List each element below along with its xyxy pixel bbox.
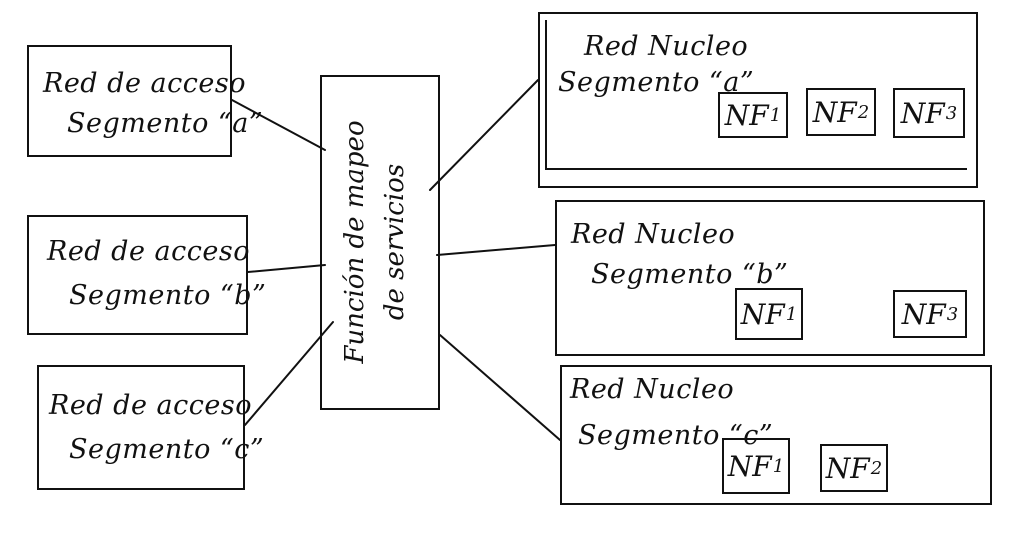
core-a-nf3-sub: 3	[945, 102, 958, 124]
core-segment-b-name: Segmento “b”	[591, 259, 789, 290]
core-b-nf1-sub: 1	[785, 303, 798, 325]
core-segment-a: Red Nucleo Segmento “a”	[538, 12, 978, 188]
core-segment-a-inner-border	[545, 20, 967, 170]
core-segment-a-title: Red Nucleo	[584, 31, 749, 62]
mapping-function-line1: Función de mapeo	[340, 120, 370, 364]
core-c-nf1-base: NF	[727, 449, 772, 483]
connector-core-a	[429, 79, 539, 191]
core-c-nf2-sub: 2	[870, 457, 883, 479]
core-b-nf3-base: NF	[901, 297, 946, 331]
access-segment-a-title: Red de acceso	[43, 68, 246, 99]
connector-core-c	[439, 334, 561, 441]
access-segment-b-name: Segmento “b”	[69, 280, 267, 311]
core-a-nf1-base: NF	[724, 98, 769, 132]
core-a-nf1-sub: 1	[769, 104, 782, 126]
core-segment-c: Red Nucleo Segmento “c”	[560, 365, 992, 505]
connector-access-c	[244, 321, 334, 426]
mapping-function-box	[320, 75, 440, 410]
core-c-nf2-base: NF	[825, 451, 870, 485]
mapping-function-label: Función de mapeo de servicios	[335, 120, 415, 363]
access-segment-c: Red de acceso Segmento “c”	[37, 365, 264, 490]
connector-access-a	[231, 99, 326, 151]
core-b-nf3-sub: 3	[946, 303, 959, 325]
core-a-nf2-sub: 2	[857, 101, 870, 123]
access-segment-b: Red de acceso Segmento “b”	[27, 215, 266, 335]
core-c-nf1-sub: 1	[772, 455, 785, 477]
core-segment-c-title: Red Nucleo	[570, 374, 735, 405]
core-b-nf1-base: NF	[740, 297, 785, 331]
core-a-nf3-base: NF	[900, 96, 945, 130]
core-segment-b: Red Nucleo Segmento “b”	[555, 200, 985, 356]
access-segment-b-title: Red de acceso	[47, 236, 250, 267]
access-segment-c-name: Segmento “c”	[69, 434, 265, 465]
access-segment-a: Red de acceso Segmento “a”	[27, 45, 263, 157]
core-segment-c-name: Segmento “c”	[578, 420, 774, 451]
core-segment-b-title: Red Nucleo	[571, 219, 736, 250]
connector-core-b	[436, 244, 556, 256]
core-a-nf2-base: NF	[812, 95, 857, 129]
connector-access-b	[247, 264, 326, 273]
access-segment-a-name: Segmento “a”	[67, 108, 264, 139]
access-segment-c-title: Red de acceso	[49, 390, 252, 421]
mapping-function-line2: de servicios	[380, 163, 410, 321]
